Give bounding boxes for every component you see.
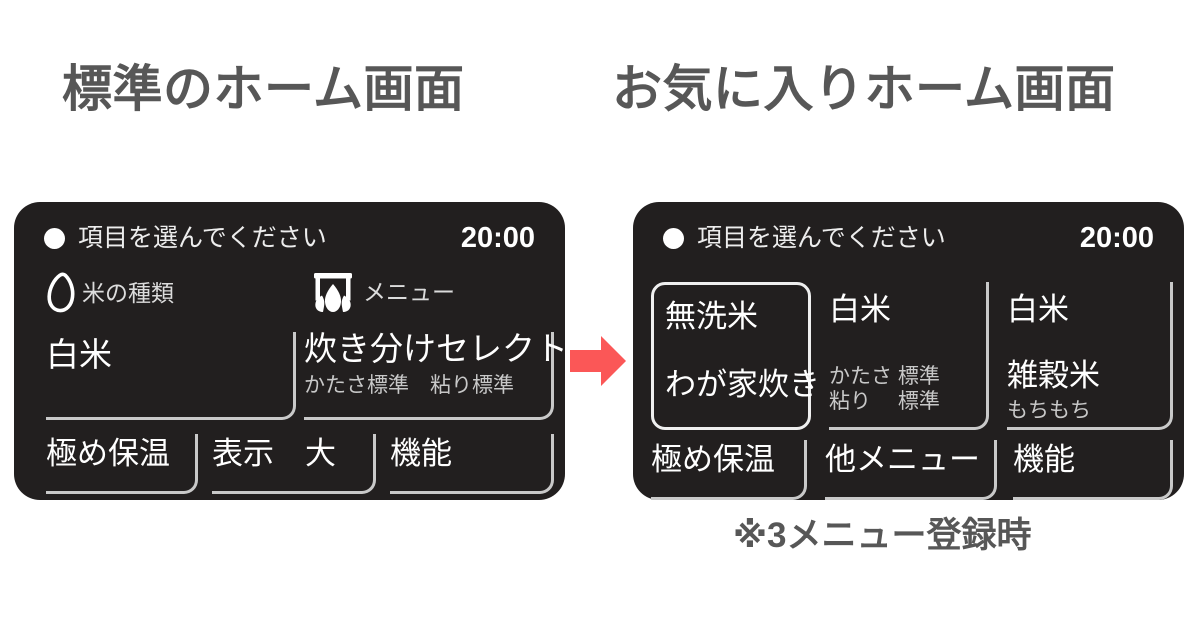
favorite-home-screen-panel: 項目を選んでください 20:00 無洗米 わが家炊き 白米 かたさ 標準 粘り … [633,202,1184,500]
button-keep-warm-standard[interactable]: 極め保温 [46,434,198,494]
menu-card-musenmai-wagaya[interactable]: 無洗米 わが家炊き [651,282,820,430]
standard-clock: 20:00 [460,221,535,254]
rice-kind-icon-group: 米の種類 [46,272,174,314]
status-dot-icon [663,227,684,249]
rice-grain-icon [47,272,75,313]
menu-icon-label: メニュー [363,278,455,305]
heading-standard-home: 標準のホーム画面 [62,61,465,117]
rice-kind-icon-label: 米の種類 [82,279,174,306]
footnote-three-menu-registered: ※3メニュー登録時 [733,516,1032,555]
button-function-standard-label: 機能 [390,436,452,471]
standard-home-screen-panel: 項目を選んでください 20:00 米の種類 メニュー [14,202,568,500]
button-keep-warm-favorite[interactable]: 極め保温 [651,440,807,500]
field-cook-select-detail: かたさ標準 粘り標準 [304,374,514,397]
menu-card-3-line1: 白米 [1007,292,1069,327]
stove-flame-icon [314,273,352,312]
field-rice-kind[interactable]: 白米 [46,332,296,420]
status-dot-icon [44,227,65,249]
menu-card-2-detail: かたさ 標準 粘り 標準 [829,365,940,414]
field-cook-select-title: 炊き分けセレクト [304,330,568,367]
button-keep-warm-favorite-label: 極め保温 [651,442,775,477]
button-other-menu-label: 他メニュー [825,442,980,477]
standard-icon-label-row: 米の種類 メニュー [14,272,565,320]
menu-card-2-line1: 白米 [829,292,891,327]
favorite-clock: 20:00 [1079,221,1154,254]
arrow-right-icon [570,336,626,386]
button-function-favorite[interactable]: 機能 [1013,440,1173,500]
button-function-favorite-label: 機能 [1013,442,1075,477]
button-keep-warm-standard-label: 極め保温 [46,436,170,471]
menu-card-hakumai-zakkokumai[interactable]: 白米 雑穀米 もちもち [1007,282,1173,430]
menu-card-1-line1: 無洗米 [665,299,758,334]
button-display-size[interactable]: 表示 大 [212,434,376,494]
field-cook-select[interactable]: 炊き分けセレクト かたさ標準 粘り標準 [304,332,568,420]
standard-status-bar: 項目を選んでください 20:00 [14,220,565,256]
heading-favorite-home: お気に入りホーム画面 [612,61,1116,117]
button-function-standard[interactable]: 機能 [390,434,554,494]
favorite-status-bar: 項目を選んでください 20:00 [633,220,1184,256]
menu-icon-group: メニュー [309,268,455,316]
menu-card-hakumai-standard[interactable]: 白米 かたさ 標準 粘り 標準 [829,282,989,430]
favorite-status-message: 項目を選んでください [697,223,946,252]
button-display-size-label: 表示 大 [212,436,336,471]
menu-card-3-line2: 雑穀米 [1007,358,1100,393]
button-other-menu[interactable]: 他メニュー [825,440,997,500]
menu-card-3-detail: もちもち [1007,399,1091,422]
field-rice-kind-value: 白米 [46,336,112,373]
standard-status-message: 項目を選んでください [78,223,327,252]
menu-card-1-line2: わが家炊き [665,367,820,402]
